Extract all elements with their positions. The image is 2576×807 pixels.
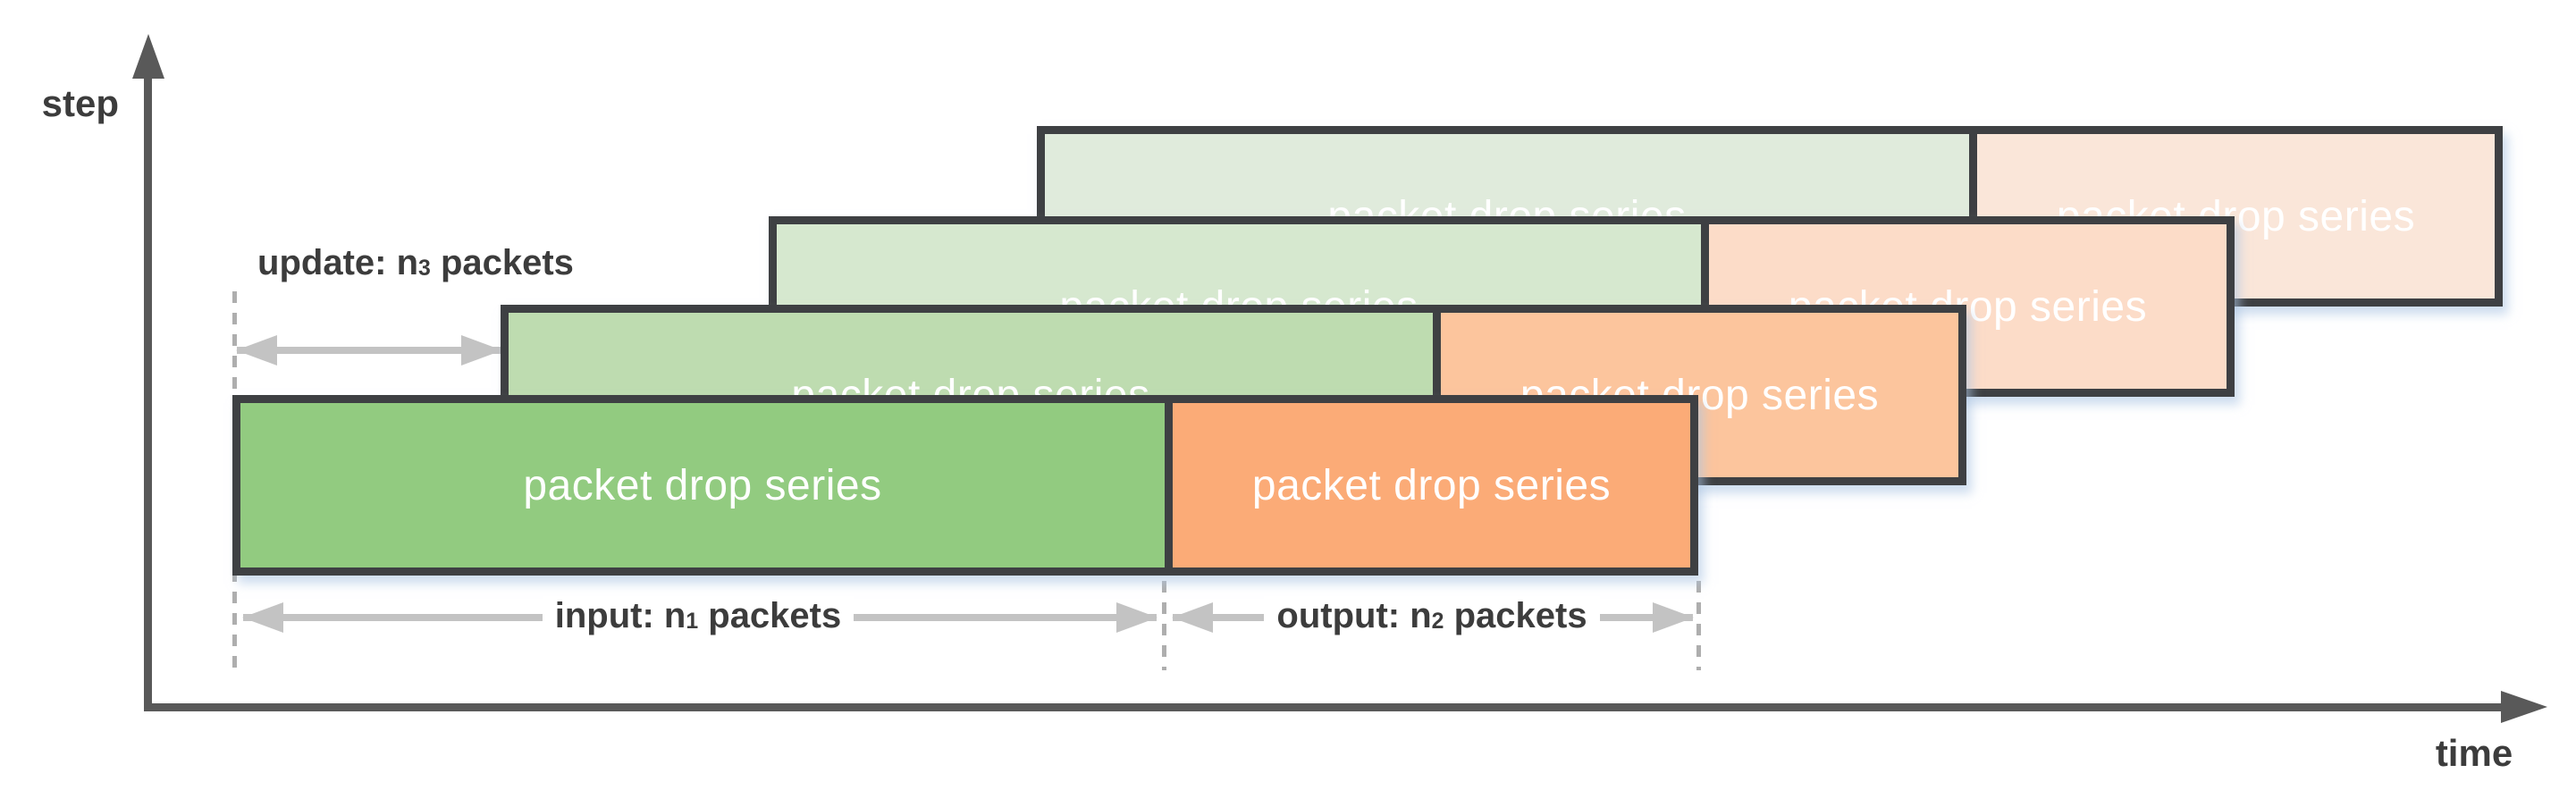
y-axis-arrowhead-icon [132,34,164,79]
dashed-guide-input-output-boundary [1162,581,1166,670]
input-measure-label: input: n1 packets [475,596,922,641]
x-axis-arrowhead-icon [2501,691,2547,723]
dashed-guide-output-end [1696,581,1701,670]
packet-series-box-label: packet drop series [1251,461,1612,509]
packet-series-layer-1: packet drop series packet drop series [232,395,1698,576]
y-axis [144,77,152,708]
x-axis-label: time [2435,732,2513,774]
output-measure-label: output: n2 packets [1208,596,1655,641]
x-axis [144,703,2504,711]
orange-output-box: packet drop series [1709,224,2227,389]
packet-series-box-label: packet drop series [523,461,882,509]
orange-output-box: packet drop series [1173,403,1690,567]
green-input-box: packet drop series [240,403,1173,567]
update-measure-arrow [236,335,502,366]
y-axis-label: step [41,82,119,124]
update-measure-label: update: n3 packets [257,243,574,282]
